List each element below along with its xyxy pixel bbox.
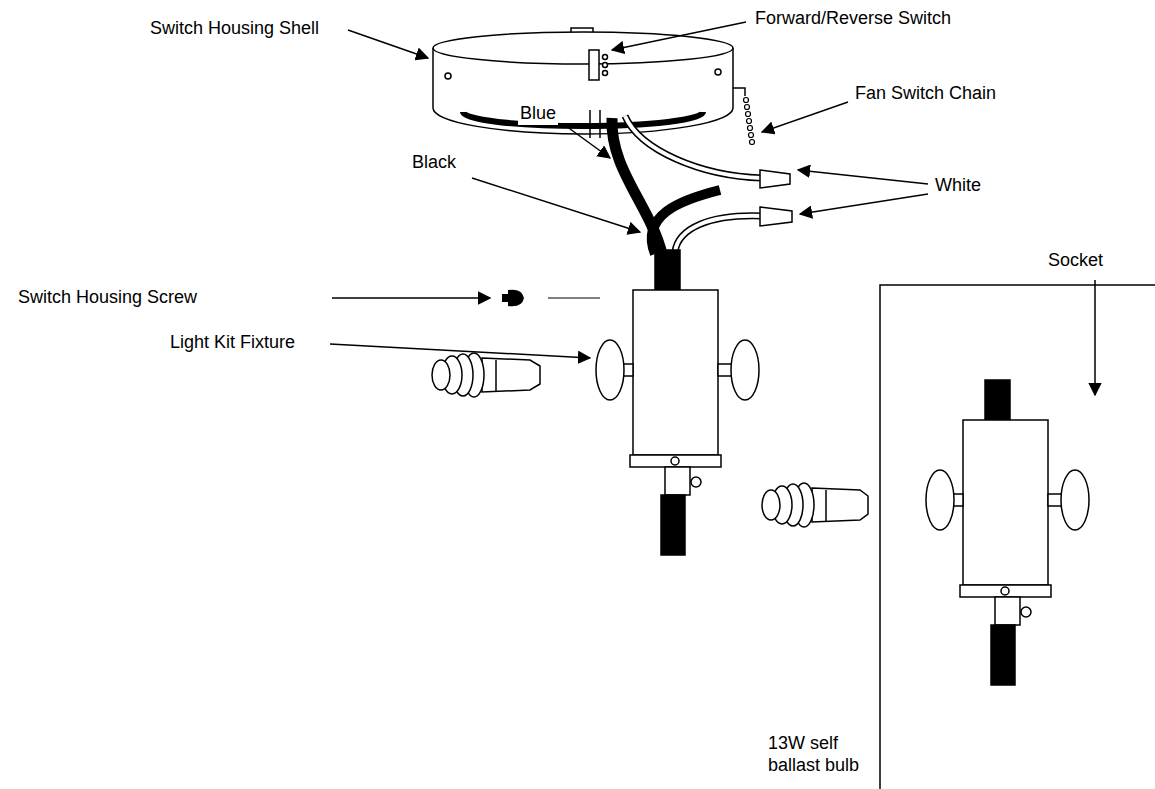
part-label: Fan Switch Chain bbox=[853, 83, 998, 105]
white-wire-outline bbox=[625, 116, 762, 178]
part-label: Socket bbox=[1046, 250, 1105, 272]
leader-arrow bbox=[762, 102, 848, 132]
inset-frame bbox=[880, 285, 1155, 789]
leader-arrow bbox=[566, 126, 610, 158]
wire-nut bbox=[760, 170, 790, 188]
wire-nuts bbox=[760, 170, 792, 226]
fixture-plate bbox=[630, 455, 721, 467]
wires bbox=[612, 116, 762, 254]
leader-arrows bbox=[330, 22, 1095, 395]
spiral-bulb bbox=[762, 483, 814, 527]
reverse-switch bbox=[589, 50, 599, 80]
switch-dot bbox=[603, 55, 608, 60]
part-label: Switch Housing Shell bbox=[148, 18, 321, 40]
fan-chain bbox=[744, 98, 755, 145]
part-label: Switch Housing Screw bbox=[16, 287, 199, 309]
leader-arrow bbox=[472, 178, 640, 232]
housing-hole bbox=[445, 73, 451, 79]
switch-dot bbox=[603, 71, 608, 76]
socket-disk bbox=[596, 340, 624, 400]
bulb-base bbox=[812, 488, 868, 522]
spiral-bulb bbox=[432, 353, 484, 397]
light-kit-fixture bbox=[432, 250, 759, 555]
white-wire-outline bbox=[675, 216, 762, 252]
fixture-stem bbox=[985, 380, 1010, 420]
housing-opening bbox=[463, 112, 703, 126]
wire-line bbox=[599, 110, 601, 138]
screw-guide-line bbox=[548, 297, 600, 298]
leader-arrow bbox=[612, 22, 746, 50]
fixture-rod bbox=[661, 495, 685, 555]
plate-screw bbox=[1001, 587, 1009, 595]
fixture-body bbox=[633, 290, 718, 455]
coupling-screw bbox=[691, 477, 701, 487]
part-label: 13W self ballast bulb bbox=[766, 733, 878, 776]
part-label: Blue bbox=[518, 103, 558, 125]
leader-arrow bbox=[798, 170, 928, 184]
fixture-stem bbox=[655, 250, 680, 290]
part-label: Light Kit Fixture bbox=[168, 332, 297, 354]
socket-disk bbox=[731, 340, 759, 400]
leader-arrow bbox=[1094, 280, 1096, 395]
bulb-base-line bbox=[825, 490, 827, 521]
leader-arrow bbox=[800, 194, 928, 214]
wire-line bbox=[589, 110, 591, 138]
chain-bracket bbox=[733, 88, 745, 96]
coupling-screw bbox=[1021, 607, 1031, 617]
bulb-base-line bbox=[495, 360, 497, 391]
part-label: Black bbox=[410, 152, 458, 174]
socket-detail-fixture bbox=[762, 380, 1089, 685]
housing-screw bbox=[502, 290, 524, 307]
white-wire bbox=[625, 116, 762, 178]
leader-arrow bbox=[332, 297, 490, 299]
socket-disk bbox=[1061, 470, 1089, 530]
part-label: White bbox=[933, 175, 983, 197]
fixture-body bbox=[963, 420, 1048, 585]
leader-arrow bbox=[348, 30, 428, 58]
socket-disk bbox=[926, 470, 954, 530]
fixture-coupling bbox=[995, 597, 1020, 625]
switch-housing bbox=[433, 28, 755, 145]
plate-screw bbox=[671, 457, 679, 465]
fixture-coupling bbox=[665, 467, 690, 495]
fixture-rod bbox=[991, 625, 1015, 685]
black-wire bbox=[652, 190, 720, 254]
wire-nut bbox=[760, 207, 792, 226]
switch-dot bbox=[603, 63, 608, 68]
leader-arrow bbox=[330, 344, 590, 358]
bulb-base bbox=[482, 358, 540, 392]
white-wire bbox=[675, 216, 762, 252]
housing-top bbox=[433, 32, 733, 64]
housing-hole bbox=[715, 69, 721, 75]
fixture-plate bbox=[960, 585, 1051, 597]
part-label: Forward/Reverse Switch bbox=[753, 8, 953, 30]
